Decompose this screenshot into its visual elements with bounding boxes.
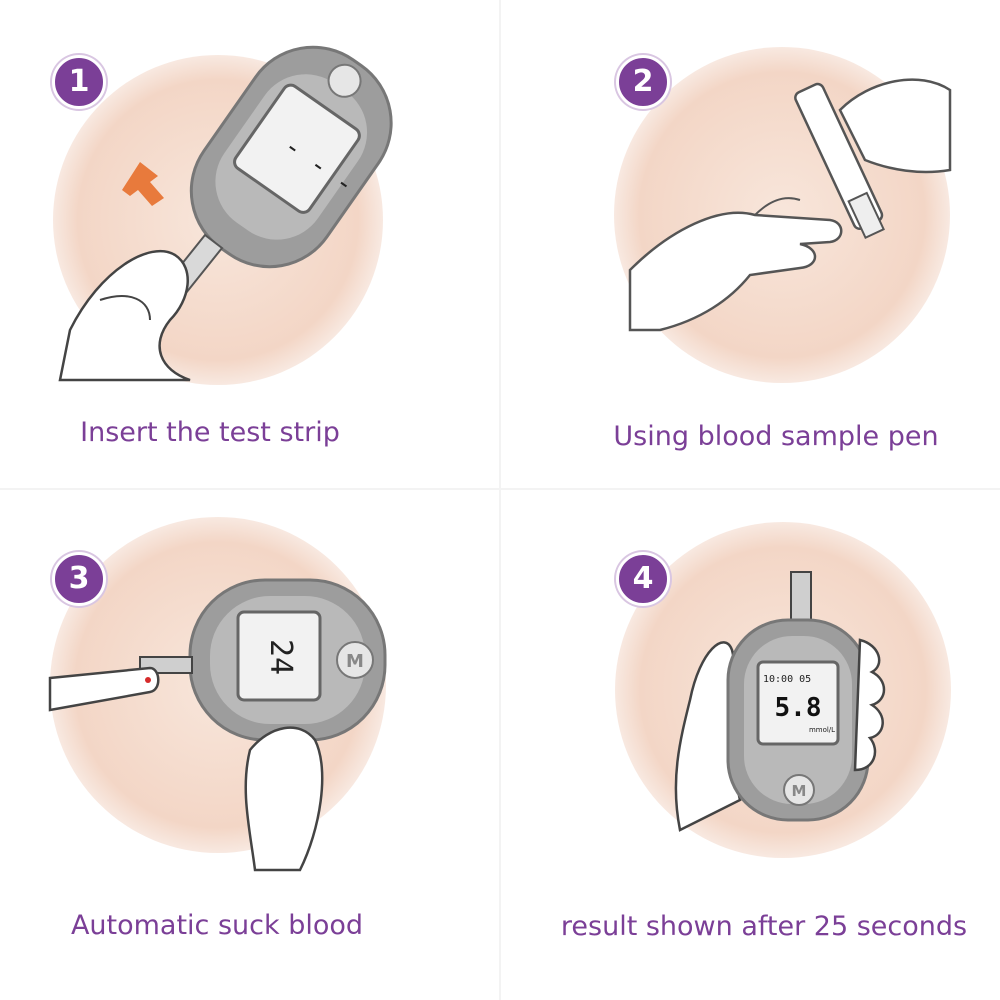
lancing-pen-icon	[614, 47, 952, 383]
meter-result-icon: 10:00 05 5.8 mmol/L M	[615, 522, 951, 858]
finger-blood-icon: M 24	[48, 517, 387, 872]
step-3-number-badge: 3	[52, 552, 106, 606]
step-3-caption: Automatic suck blood	[70, 910, 364, 941]
meter-reading-text: 5.8	[775, 693, 822, 723]
meter-button-label: M	[792, 782, 807, 800]
vertical-divider	[499, 0, 501, 1000]
meter-button-label: M	[346, 651, 364, 672]
step-4: 10:00 05 5.8 mmol/L M 4 result shown aft…	[500, 500, 1000, 980]
step-4-caption: result shown after 25 seconds	[560, 911, 968, 942]
step-1-number-badge: 1	[52, 55, 106, 109]
step-1-caption: Insert the test strip	[80, 417, 340, 448]
step-2-caption: Using blood sample pen	[613, 421, 939, 452]
meter-time-text: 10:00 05	[763, 674, 811, 685]
step-2: 2 Using blood sample pen	[500, 0, 1000, 480]
step-4-number-badge: 4	[616, 552, 670, 606]
meter-screen-text: 24	[263, 639, 298, 675]
step-1: - - - 1 Insert the test strip	[0, 0, 500, 480]
insert-strip-icon: - - -	[53, 45, 393, 385]
step-3: M 24 3 Automatic suck blood	[0, 500, 500, 980]
meter-unit-text: mmol/L	[809, 726, 835, 734]
step-2-number-badge: 2	[616, 55, 670, 109]
